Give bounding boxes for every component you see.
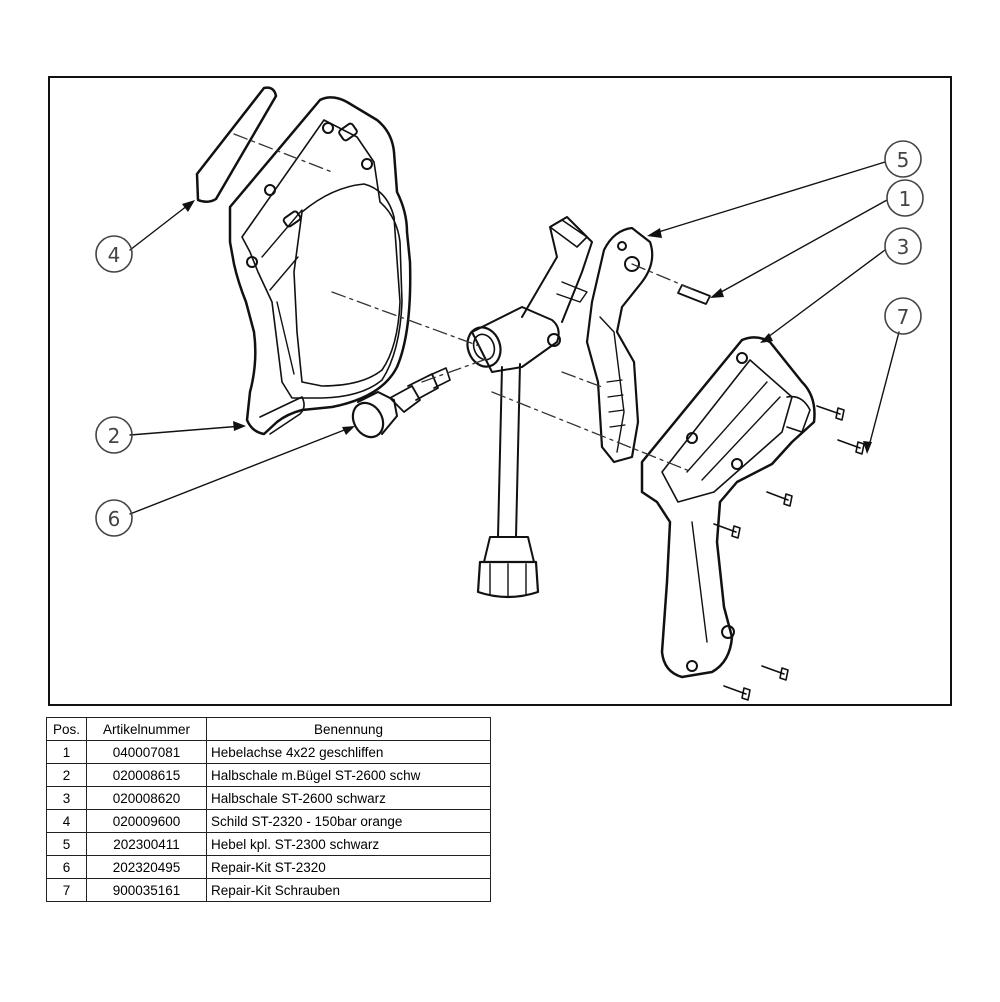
cell-artikelnummer: 900035161	[86, 878, 207, 902]
callout-4: 4	[108, 243, 121, 267]
cell-artikelnummer: 202320495	[86, 855, 207, 879]
header-pos: Pos.	[46, 717, 87, 741]
table-row: 2 020008615 Halbschale m.Bügel ST-2600 s…	[46, 763, 491, 787]
cell-pos: 3	[46, 786, 87, 810]
half-shell-part	[640, 336, 816, 679]
assembly-axis-lines	[233, 133, 693, 473]
leader-arrowheads	[182, 200, 872, 454]
valve-body-part	[466, 216, 593, 599]
table-row: 7 900035161 Repair-Kit Schrauben	[46, 878, 491, 902]
cell-pos: 1	[46, 740, 87, 764]
table-row: 3 020008620 Halbschale ST-2600 schwarz	[46, 786, 491, 810]
cell-artikelnummer: 040007081	[86, 740, 207, 764]
cell-pos: 2	[46, 763, 87, 787]
callout-circles	[95, 140, 924, 537]
table-header-row: Pos. Artikelnummer Benennung	[46, 717, 491, 741]
trigger-lever-part	[585, 226, 654, 464]
callout-6: 6	[108, 507, 121, 531]
cell-benennung: Halbschale ST-2600 schwarz	[206, 786, 491, 810]
callout-5: 5	[897, 148, 910, 172]
cell-pos: 4	[46, 809, 87, 833]
header-artikelnummer: Artikelnummer	[86, 717, 207, 741]
leader-lines	[129, 161, 900, 515]
label-plate-part	[195, 86, 278, 203]
cell-artikelnummer: 020008615	[86, 763, 207, 787]
cell-pos: 5	[46, 832, 87, 856]
cell-benennung: Halbschale m.Bügel ST-2600 schw	[206, 763, 491, 787]
screws-part	[713, 405, 865, 701]
cell-benennung: Schild ST-2320 - 150bar orange	[206, 809, 491, 833]
cell-benennung: Repair-Kit Schrauben	[206, 878, 491, 902]
parts-list-table: Pos. Artikelnummer Benennung 1 040007081…	[46, 717, 491, 902]
table-row: 5 202300411 Hebel kpl. ST-2300 schwarz	[46, 832, 491, 856]
cell-benennung: Repair-Kit ST-2320	[206, 855, 491, 879]
cell-pos: 7	[46, 878, 87, 902]
half-shell-with-guard-part	[228, 96, 412, 436]
callout-2: 2	[108, 424, 121, 448]
header-benennung: Benennung	[206, 717, 491, 741]
table-row: 4 020009600 Schild ST-2320 - 150bar oran…	[46, 809, 491, 833]
lever-axle-pin-part	[677, 284, 711, 305]
cell-pos: 6	[46, 855, 87, 879]
callout-3: 3	[897, 235, 910, 259]
callout-1: 1	[899, 187, 912, 211]
exploded-drawing-frame: 4 2 6 5 1 3 7	[48, 76, 952, 706]
cell-artikelnummer: 020009600	[86, 809, 207, 833]
cell-artikelnummer: 202300411	[86, 832, 207, 856]
cell-benennung: Hebel kpl. ST-2300 schwarz	[206, 832, 491, 856]
callout-7: 7	[897, 305, 910, 329]
cell-artikelnummer: 020008620	[86, 786, 207, 810]
table-row: 1 040007081 Hebelachse 4x22 geschliffen	[46, 740, 491, 764]
cell-benennung: Hebelachse 4x22 geschliffen	[206, 740, 491, 764]
repair-kit-plug-part	[351, 367, 451, 439]
table-row: 6 202320495 Repair-Kit ST-2320	[46, 855, 491, 879]
